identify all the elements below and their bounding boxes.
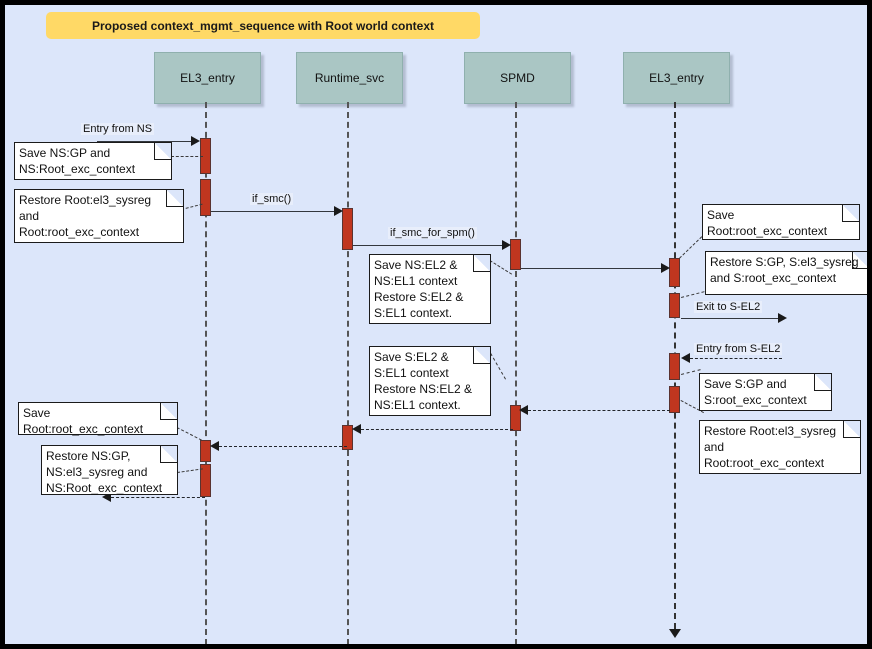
note-restore-s-gp: Restore S:GP, S:el3_sysreg and S:root_ex… — [705, 251, 867, 295]
note-anchor — [681, 291, 705, 298]
participant-el3-entry-left[interactable]: EL3_entry — [154, 52, 261, 104]
message-line-if-smc — [211, 211, 336, 212]
activation-el3-entry-left-3 — [200, 440, 211, 462]
activation-el3-entry-left-4 — [200, 464, 211, 497]
activation-el3-entry-right-4 — [669, 386, 680, 413]
message-arrowhead-icon — [681, 353, 690, 363]
message-label-if-smc-for-spm: if_smc_for_spm() — [388, 227, 477, 239]
participant-spmd[interactable]: SPMD — [464, 52, 571, 104]
message-line-entry-from-ns — [97, 141, 193, 142]
participant-label: SPMD — [500, 71, 535, 85]
message-arrowhead-icon — [102, 492, 111, 502]
message-label-entry-from-s-el2: Entry from S-EL2 — [694, 343, 783, 355]
message-line-spmd-to-el3 — [521, 268, 663, 269]
activation-el3-entry-right-2 — [669, 293, 680, 318]
message-line-exit-to-s-el2 — [681, 318, 780, 319]
diagram-title: Proposed context_mgmt_sequence with Root… — [46, 12, 480, 39]
message-label-entry-from-ns: Entry from NS — [81, 123, 155, 135]
activation-spmd-1 — [510, 239, 521, 270]
note-save-ns-gp: Save NS:GP and NS:Root_exc_context — [14, 142, 172, 180]
note-anchor — [681, 369, 701, 375]
message-label-exit-to-s-el2: Exit to S-EL2 — [694, 301, 763, 313]
note-anchor — [177, 468, 203, 473]
message-arrowhead-icon — [210, 441, 219, 451]
participant-label: EL3_entry — [649, 71, 704, 85]
note-save-ns-el2-restore-s-el2: Save NS:EL2 & NS:EL1 context Restore S:E… — [369, 254, 491, 324]
message-arrowhead-icon — [191, 136, 200, 146]
message-arrowhead-icon — [661, 263, 670, 273]
note-anchor — [490, 353, 506, 380]
message-line-el3-exit-return — [111, 497, 205, 498]
note-anchor — [176, 427, 202, 441]
note-restore-root-el3-sysreg: Restore Root:el3_sysreg and Root:root_ex… — [14, 189, 184, 243]
participant-runtime-svc[interactable]: Runtime_svc — [296, 52, 403, 104]
message-line-runtime-to-el3-return — [219, 446, 347, 447]
lifeline-runtime-svc — [347, 102, 349, 644]
note-anchor — [171, 156, 203, 157]
activation-spmd-2 — [510, 405, 521, 431]
lifeline-spmd — [515, 102, 517, 644]
activation-el3-entry-right-3 — [669, 353, 680, 380]
activation-el3-entry-left-2 — [200, 179, 211, 216]
message-line-el3-to-spmd-return — [528, 410, 670, 411]
activation-runtime-svc-2 — [342, 425, 353, 450]
activation-el3-entry-right-1 — [669, 258, 680, 287]
message-arrowhead-icon — [778, 313, 787, 323]
note-restore-ns-gp: Restore NS:GP, NS:el3_sysreg and NS:Root… — [41, 445, 178, 495]
note-anchor — [489, 260, 513, 275]
note-save-root-exc-context-left: Save Root:root_exc_context — [18, 402, 178, 436]
activation-runtime-svc-1 — [342, 208, 353, 250]
note-save-s-el2-restore-ns-el2: Save S:EL2 & S:EL1 context Restore NS:EL… — [369, 346, 491, 416]
participant-el3-entry-right[interactable]: EL3_entry — [623, 52, 730, 104]
note-save-root-exc-context-right: Save Root:root_exc_context — [702, 204, 860, 240]
message-arrowhead-icon — [519, 405, 528, 415]
message-label-if-smc: if_smc() — [250, 193, 294, 205]
message-line-entry-from-s-el2 — [690, 358, 782, 359]
message-arrowhead-icon — [502, 240, 511, 250]
note-save-s-gp: Save S:GP and S:root_exc_context — [699, 373, 832, 411]
participant-label: Runtime_svc — [314, 71, 385, 85]
message-arrowhead-icon — [334, 206, 343, 216]
message-line-spmd-to-runtime-return — [361, 429, 513, 430]
participant-label: EL3_entry — [180, 71, 235, 85]
message-line-if-smc-for-spm — [353, 245, 504, 246]
note-restore-root-el3-sysreg-right: Restore Root:el3_sysreg and Root:root_ex… — [699, 420, 861, 474]
message-arrowhead-icon — [352, 424, 361, 434]
lifeline-el3-entry-left — [205, 102, 207, 644]
lifeline-end-arrow-icon — [669, 629, 681, 638]
